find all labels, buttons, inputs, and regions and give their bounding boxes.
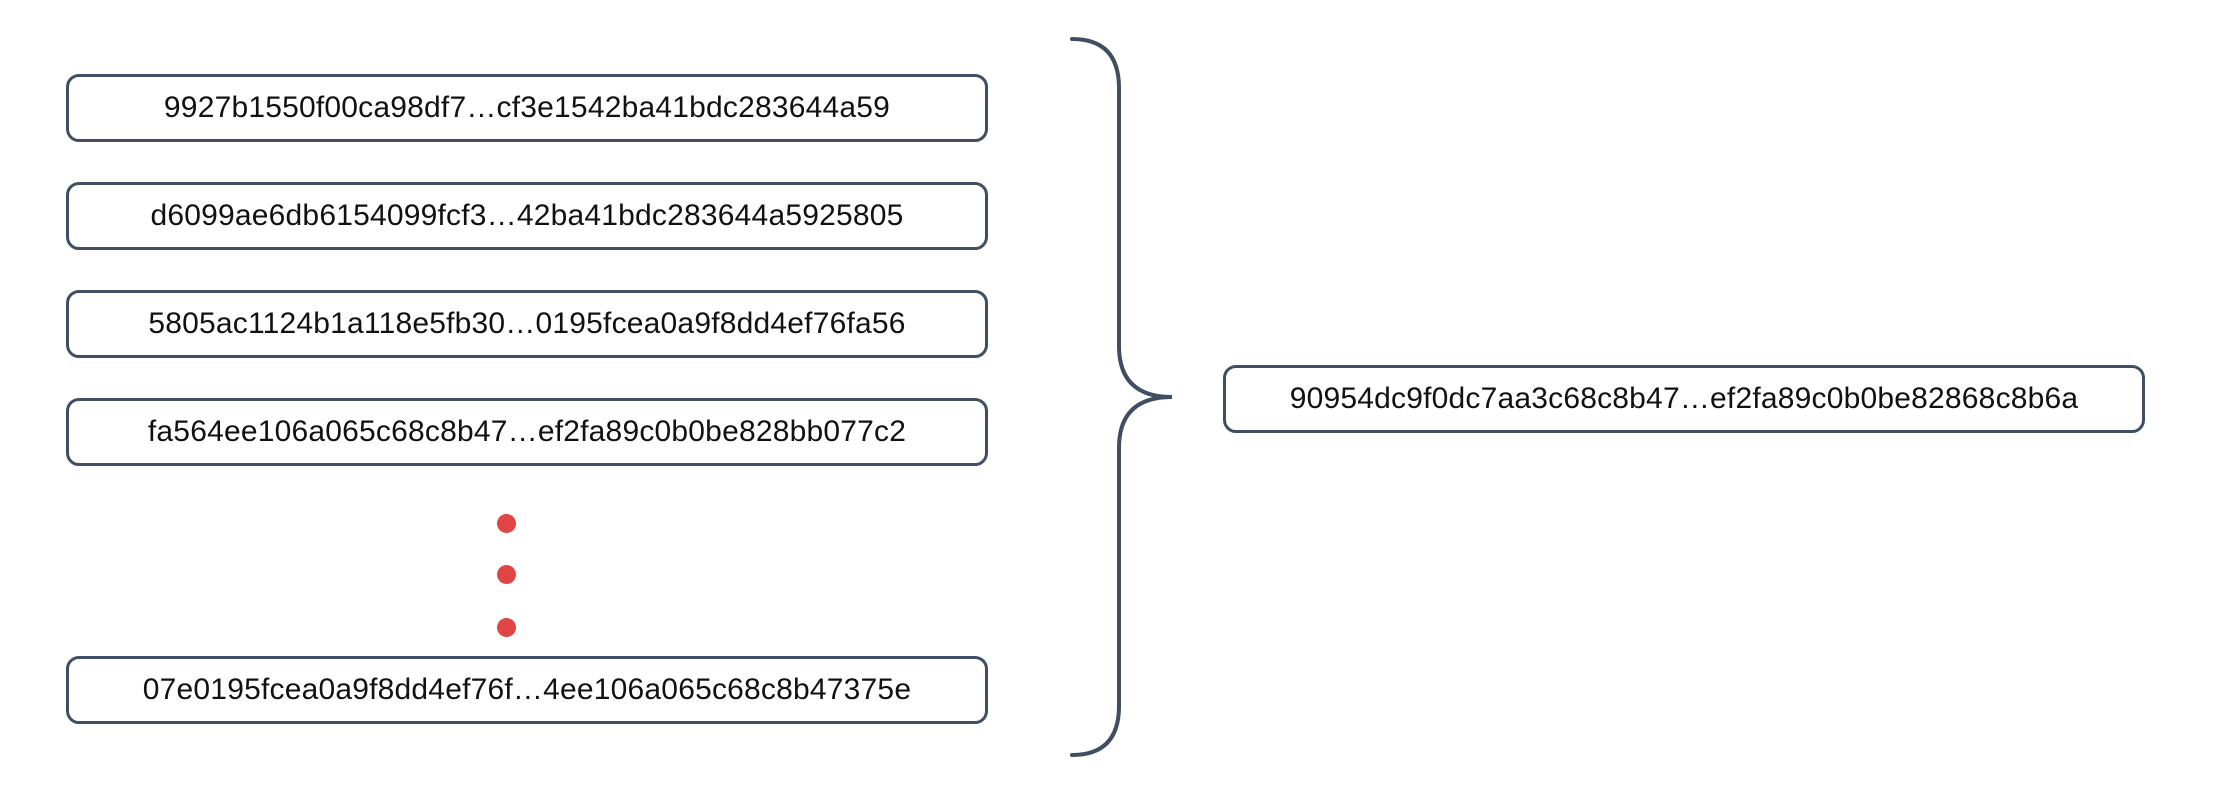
input-hash-box-1: 9927b1550f00ca98df7…cf3e1542ba41bdc28364…	[66, 74, 988, 142]
input-hash-box-5: 07e0195fcea0a9f8dd4ef76f…4ee106a065c68c8…	[66, 656, 988, 724]
input-hash-text-3: 5805ac1124b1a118e5fb30…0195fcea0a9f8dd4e…	[148, 307, 906, 340]
input-hash-text-2: d6099ae6db6154099fcf3…42ba41bdc283644a59…	[150, 199, 904, 232]
input-hash-text-5: 07e0195fcea0a9f8dd4ef76f…4ee106a065c68c8…	[142, 673, 912, 706]
input-hash-box-2: d6099ae6db6154099fcf3…42ba41bdc283644a59…	[66, 182, 988, 250]
input-hash-text-1: 9927b1550f00ca98df7…cf3e1542ba41bdc28364…	[163, 91, 891, 124]
input-hash-box-4: fa564ee106a065c68c8b47…ef2fa89c0b0be828b…	[66, 398, 988, 466]
input-hash-text-4: fa564ee106a065c68c8b47…ef2fa89c0b0be828b…	[147, 415, 907, 448]
input-hash-box-3: 5805ac1124b1a118e5fb30…0195fcea0a9f8dd4e…	[66, 290, 988, 358]
ellipsis-dot-2	[497, 565, 516, 584]
ellipsis-dot-1	[497, 514, 516, 533]
output-hash-box: 90954dc9f0dc7aa3c68c8b47…ef2fa89c0b0be82…	[1223, 365, 2145, 433]
output-hash-text: 90954dc9f0dc7aa3c68c8b47…ef2fa89c0b0be82…	[1289, 382, 2079, 415]
ellipsis-dot-3	[497, 618, 516, 637]
